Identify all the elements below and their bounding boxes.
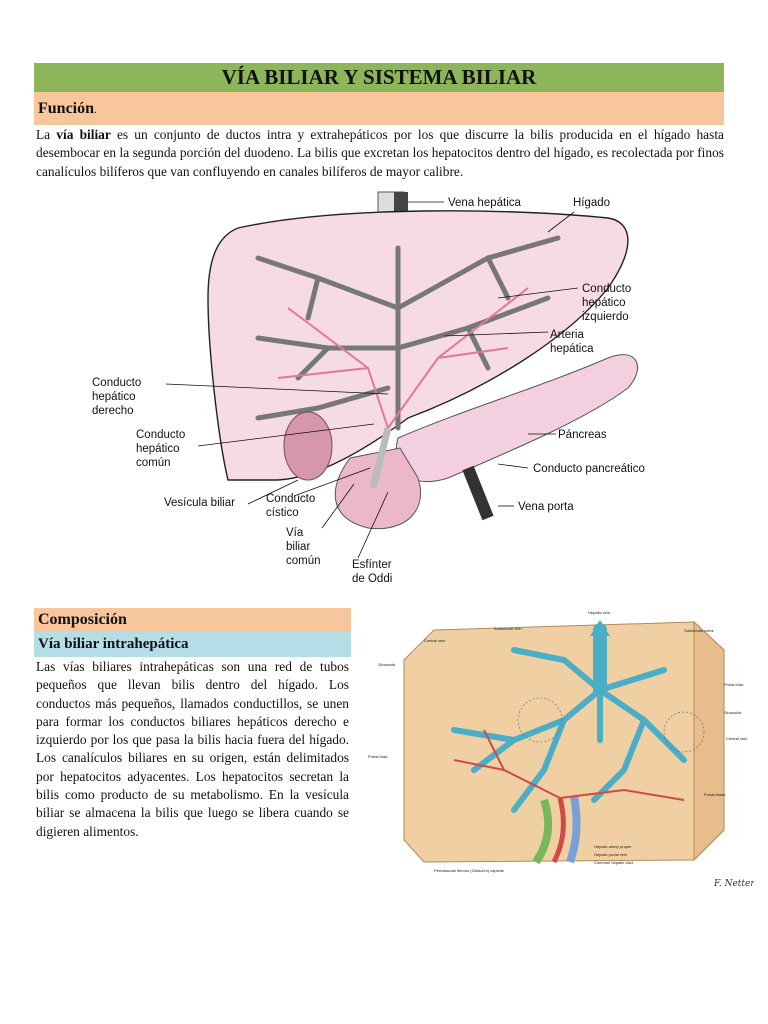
label-vena-porta: Vena porta xyxy=(518,501,574,513)
label-pancreas: Páncreas xyxy=(558,429,607,441)
subheading-via-intrahepatica: Vía biliar intrahepática xyxy=(34,632,351,657)
label-vesicula: Vesícula biliar xyxy=(164,497,235,509)
composicion-paragraph: Las vías biliares intrahepáticas son una… xyxy=(36,659,349,839)
lbl-central-vein: Central vein xyxy=(424,638,445,643)
label-via-1: Vía xyxy=(286,527,304,539)
label-arteria-1: Arteria xyxy=(550,329,584,341)
page-title: VÍA BILIAR Y SISTEMA BILIAR xyxy=(34,63,724,92)
label-via-2: biliar xyxy=(286,541,310,553)
lbl-sinusoids: Sinusoids xyxy=(378,662,395,667)
lbl-sublobular-vein: Sublobular vein xyxy=(494,626,522,631)
lbl-sinusoids-right: Sinusoids xyxy=(724,710,741,715)
label-conducto-comun-3: común xyxy=(136,457,171,469)
funcion-para-start: La xyxy=(36,127,57,142)
label-cistico-1: Conducto xyxy=(266,493,315,505)
funcion-paragraph: La vía biliar es un conjunto de ductos i… xyxy=(36,126,724,181)
label-vena-hepatica: Vena hepática xyxy=(448,197,522,209)
label-conducto-izq-1: Conducto xyxy=(582,283,631,295)
lbl-hepatic-vein: Hepatic vein xyxy=(588,610,610,615)
lbl-portal-triads-right: Portal triads xyxy=(704,792,725,797)
label-higado: Hígado xyxy=(573,197,610,209)
lbl-central-vein-right: Central vein xyxy=(726,736,747,741)
liver-lobule-figure: Hepatic vein Sublobular vein Sublobular … xyxy=(368,610,754,889)
label-conducto-der-2: hepático xyxy=(92,391,135,403)
label-esfinter-2: de Oddi xyxy=(352,573,392,585)
label-conducto-izq-3: izquierdo xyxy=(582,311,629,323)
label-conducto-pancreatico: Conducto pancreático xyxy=(533,463,645,475)
lbl-portal-triad-left: Portal triad xyxy=(368,754,387,759)
lbl-portal-triad-right: Portal triad xyxy=(724,682,743,687)
funcion-para-rest: es un conjunto de ductos intra y extrahe… xyxy=(36,127,724,179)
label-conducto-der-1: Conducto xyxy=(92,377,141,389)
label-esfinter-1: Esfínter xyxy=(352,559,392,571)
label-arteria-2: hepática xyxy=(550,343,594,355)
lbl-capsule: Perivascular fibrous (Glisson's) capsule xyxy=(434,868,505,873)
label-conducto-comun-2: hepático xyxy=(136,443,179,455)
label-cistico-2: cístico xyxy=(266,507,299,519)
section-heading-composicion: Composición xyxy=(34,608,351,632)
lbl-hepatic-portal-vein: Hepatic portal vein xyxy=(594,852,627,857)
biliary-anatomy-figure: Vena hepática Hígado Conducto hepático i… xyxy=(92,191,645,585)
funcion-heading-suffix: . xyxy=(94,102,98,116)
label-via-3: común xyxy=(286,555,321,567)
via-biliar-bold: vía biliar xyxy=(56,127,111,142)
funcion-heading-text: Función xyxy=(38,100,95,117)
label-conducto-der-3: derecho xyxy=(92,405,134,417)
section-heading-funcion: Función. xyxy=(34,92,724,125)
label-conducto-izq-2: hepático xyxy=(582,297,625,309)
lbl-sublobular-veins: Sublobular veins xyxy=(684,628,714,633)
lbl-hepatic-artery: Hepatic artery proper xyxy=(594,844,632,849)
label-conducto-comun-1: Conducto xyxy=(136,429,185,441)
netter-signature: F. Netter xyxy=(713,879,754,889)
lbl-common-bile-duct: Common hepatic duct xyxy=(594,860,634,865)
